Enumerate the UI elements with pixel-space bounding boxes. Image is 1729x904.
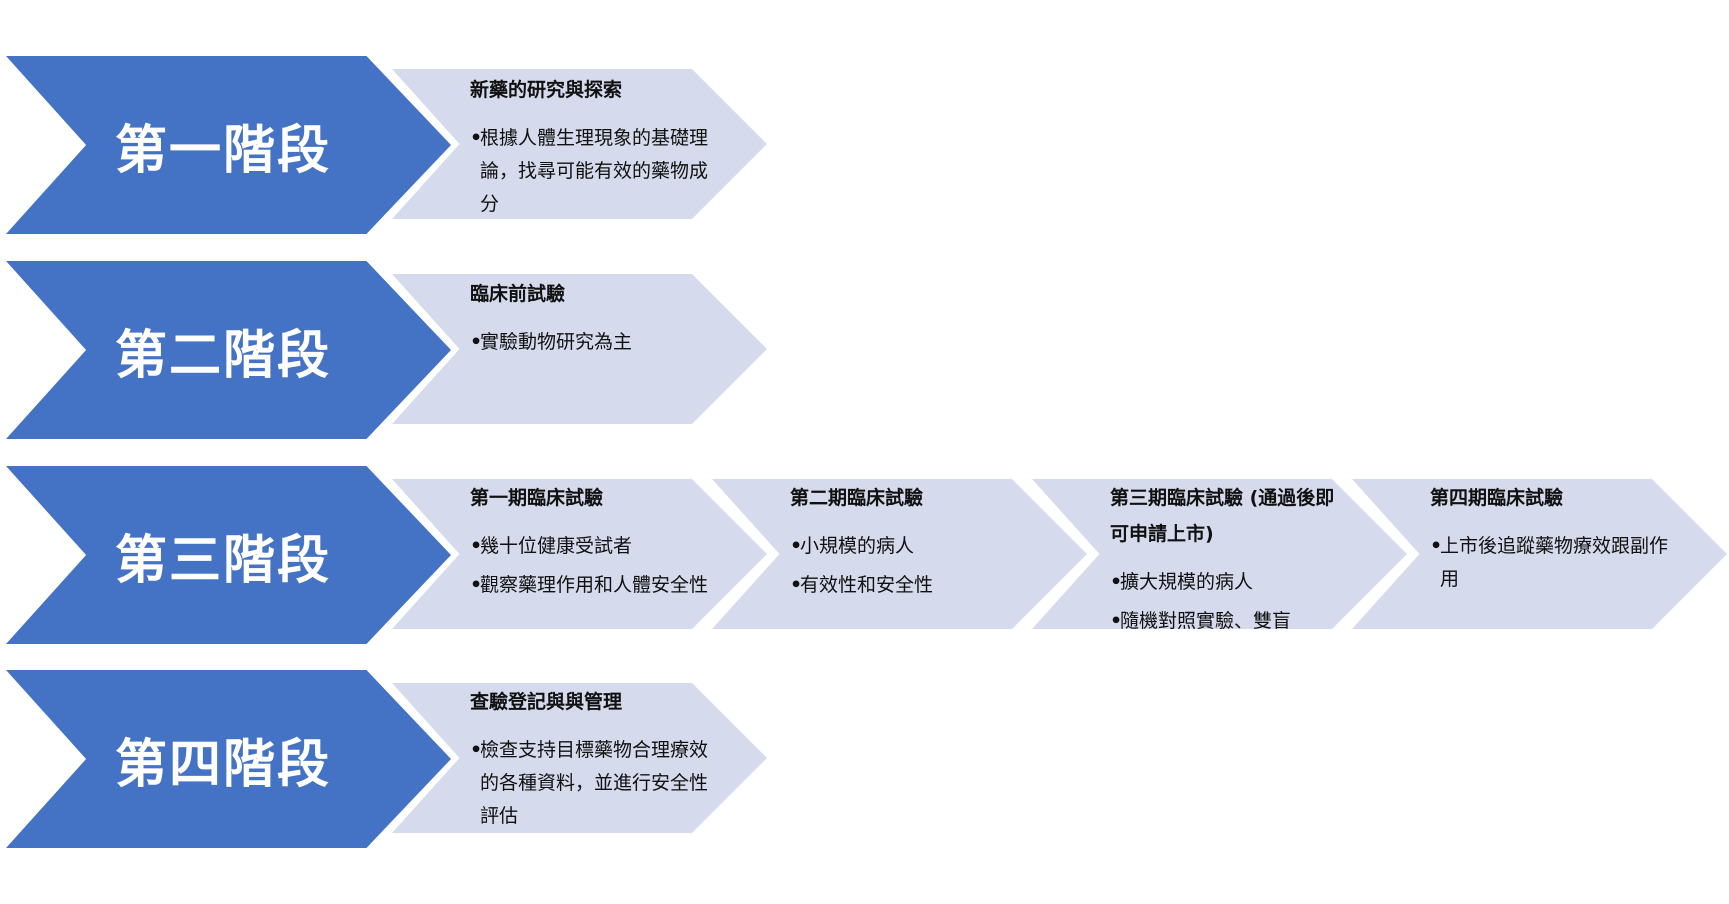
stage-2-step-1-title: 臨床前試驗 xyxy=(470,283,566,305)
bullet-icon: • xyxy=(790,574,803,596)
bullet-icon: • xyxy=(470,127,483,149)
stage-4-step-1-item-1-text: 檢查支持目標藥物合理療效的各種資料，並進行安全性評估 xyxy=(480,739,709,827)
stage-3-step-1-title: 第一期臨床試驗 xyxy=(470,487,604,509)
stage-4-label: 第四階段 xyxy=(115,734,332,795)
stage-3-step-3-item-1: • 擴大規模的病人 xyxy=(1110,566,1350,599)
stage-3-step-4-item-1: • 上市後追蹤藥物療效跟副作用 xyxy=(1430,530,1670,596)
stage-3-step-2-text: 第二期臨床試驗 • 小規模的病人 • 有效性和安全性 xyxy=(790,480,1030,630)
bullet-icon: • xyxy=(470,535,483,557)
stage-1-step-1-item-1-text: 根據人體生理現象的基礎理論，找尋可能有效的藥物成分 xyxy=(480,127,709,215)
stage-3-step-3-title: 第三期臨床試驗 (通過後即可申請上市) xyxy=(1110,487,1335,545)
stage-2-label: 第二階段 xyxy=(115,325,332,386)
stage-3-step-3-item-2: • 隨機對照實驗、雙盲 xyxy=(1110,605,1350,630)
stage-4-step-1-text: 查驗登記與與管理 • 檢查支持目標藥物合理療效的各種資料，並進行安全性評估 xyxy=(470,684,710,839)
stage-3-step-2-item-1-text: 小規模的病人 xyxy=(800,535,915,557)
bullet-icon: • xyxy=(1110,571,1123,593)
stage-3-step-2-item-1: • 小規模的病人 xyxy=(790,530,1030,563)
stage-3-step-4-title: 第四期臨床試驗 xyxy=(1430,487,1564,509)
stage-3-label: 第三階段 xyxy=(115,530,332,591)
stage-3-step-3-item-2-text: 隨機對照實驗、雙盲 xyxy=(1120,610,1292,630)
stage-3-step-2-title: 第二期臨床試驗 xyxy=(790,487,924,509)
stage-1-step-1-title: 新藥的研究與探索 xyxy=(470,79,623,101)
stage-3-step-2-item-2: • 有效性和安全性 xyxy=(790,569,1030,602)
stage-3-step-1-item-1-text: 幾十位健康受試者 xyxy=(480,535,633,557)
bullet-icon: • xyxy=(470,574,483,596)
stage-3-step-1-item-1: • 幾十位健康受試者 xyxy=(470,530,710,563)
stage-1-step-1-text: 新藥的研究與探索 • 根據人體生理現象的基礎理論，找尋可能有效的藥物成分 xyxy=(470,72,710,227)
bullet-icon: • xyxy=(1430,535,1443,557)
bullet-icon: • xyxy=(470,331,483,353)
stage-3-step-4-text: 第四期臨床試驗 • 上市後追蹤藥物療效跟副作用 xyxy=(1430,480,1670,630)
stage-1-step-1-item-1: • 根據人體生理現象的基礎理論，找尋可能有效的藥物成分 xyxy=(470,122,710,221)
stage-2-step-1-item-1: • 實驗動物研究為主 xyxy=(470,326,710,359)
stage-2-arrow: 第二階段 xyxy=(6,261,451,439)
stage-3-step-1-item-2: • 觀察藥理作用和人體安全性 xyxy=(470,569,710,602)
stage-3-arrow: 第三階段 xyxy=(6,466,451,644)
stage-2-step-1-text: 臨床前試驗 • 實驗動物研究為主 xyxy=(470,276,710,365)
bullet-icon: • xyxy=(790,535,803,557)
stage-3-step-2-item-2-text: 有效性和安全性 xyxy=(800,574,934,596)
stage-4-step-1-item-1: • 檢查支持目標藥物合理療效的各種資料，並進行安全性評估 xyxy=(470,734,710,833)
stage-2-step-1-item-1-text: 實驗動物研究為主 xyxy=(480,331,633,353)
stage-3-step-3-text: 第三期臨床試驗 (通過後即可申請上市) • 擴大規模的病人 • 隨機對照實驗、雙… xyxy=(1110,480,1350,630)
stage-3-step-1-text: 第一期臨床試驗 • 幾十位健康受試者 • 觀察藥理作用和人體安全性 xyxy=(470,480,710,630)
stage-3-step-4-item-1-text: 上市後追蹤藥物療效跟副作用 xyxy=(1440,535,1669,590)
stage-1-label: 第一階段 xyxy=(115,120,332,181)
stage-3-step-3-item-1-text: 擴大規模的病人 xyxy=(1120,571,1254,593)
bullet-icon: • xyxy=(1110,610,1123,630)
stage-3-step-1-item-2-text: 觀察藥理作用和人體安全性 xyxy=(480,574,709,596)
bullet-icon: • xyxy=(470,739,483,761)
stage-4-step-1-title: 查驗登記與與管理 xyxy=(470,691,623,713)
stage-1-arrow: 第一階段 xyxy=(6,56,451,234)
stage-4-arrow: 第四階段 xyxy=(6,670,451,848)
